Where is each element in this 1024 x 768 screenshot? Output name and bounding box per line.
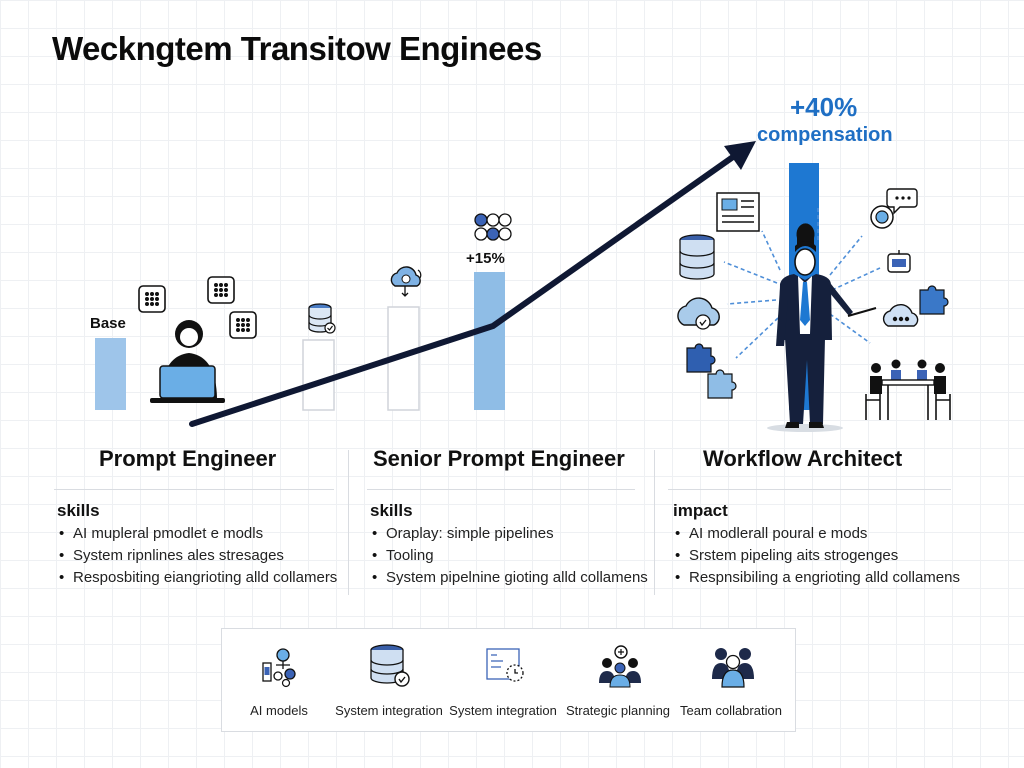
chat-bubble-icon bbox=[886, 188, 918, 215]
growth-arrow-head bbox=[724, 141, 756, 170]
section-label-skills: skills bbox=[370, 501, 413, 520]
robot-icon bbox=[887, 250, 911, 273]
database-icon bbox=[308, 303, 336, 334]
list-item: System pipelnine gioting alld collamens bbox=[372, 567, 648, 589]
architect-person-icon bbox=[767, 223, 877, 432]
chip-icon bbox=[229, 311, 257, 339]
bar-base bbox=[95, 338, 126, 410]
bar-step-2 bbox=[302, 339, 335, 411]
capability-label: Team collabration bbox=[680, 703, 782, 718]
list-item: Tooling bbox=[372, 545, 648, 567]
document-icon bbox=[716, 192, 760, 232]
base-label: Base bbox=[90, 315, 126, 332]
list-item: Srstem pipeling aits strogenges bbox=[675, 545, 960, 567]
growth-arrow bbox=[189, 149, 743, 427]
list-item: AI mupleral pmodlet e modls bbox=[59, 523, 337, 545]
capability-system-integration: System integration bbox=[331, 629, 447, 731]
capability-label: AI models bbox=[250, 703, 308, 718]
list-item: AI modlerall poural e mods bbox=[675, 523, 960, 545]
capability-system-integration: System integration bbox=[445, 629, 561, 731]
top-percent-label: +40% bbox=[790, 92, 858, 122]
vertical-divider bbox=[654, 450, 655, 595]
list-item: System ripnlines ales stresages bbox=[59, 545, 337, 567]
person-laptop-icon bbox=[150, 320, 225, 403]
compensation-label: compensation bbox=[757, 124, 893, 146]
radiating-arrows bbox=[723, 208, 881, 359]
capabilities-panel: AI models System integration System inte… bbox=[221, 628, 796, 732]
mid-percent-label: +15% bbox=[466, 250, 505, 267]
page-title: Weckngtem Transitow Enginees bbox=[52, 30, 542, 67]
section-label-skills: skills bbox=[57, 501, 100, 520]
impact-list: AI modlerall poural e mods Srstem pipeli… bbox=[675, 523, 960, 589]
people-group-icon bbox=[712, 648, 754, 688]
skill-list: Oraplay: simple pipelines Tooling System… bbox=[372, 523, 648, 589]
bar-mid bbox=[474, 272, 505, 410]
ai-models-icon bbox=[262, 648, 296, 688]
chip-icon bbox=[138, 285, 166, 313]
column-divider bbox=[367, 489, 635, 490]
column-divider bbox=[668, 489, 951, 490]
database-check-icon bbox=[370, 644, 410, 687]
cloud-sync-icon bbox=[390, 266, 422, 297]
capability-label: System integration bbox=[335, 703, 443, 718]
server-stack-icon bbox=[679, 234, 715, 280]
puzzle-icon bbox=[919, 285, 949, 315]
cloud-network-icon bbox=[882, 304, 919, 327]
role-title-workflow-architect: Workflow Architect bbox=[703, 446, 903, 471]
capability-label: System integration bbox=[449, 703, 557, 718]
capability-ai-models: AI models bbox=[221, 629, 337, 731]
skill-list: AI mupleral pmodlet e modls System ripnl… bbox=[59, 523, 337, 589]
puzzle-icon bbox=[686, 343, 716, 373]
network-nodes-icon bbox=[474, 213, 512, 241]
team-gear-icon bbox=[599, 645, 641, 688]
settings-gear-icon bbox=[870, 205, 894, 229]
capability-team-collabration: Team collabration bbox=[673, 629, 789, 731]
list-item: Oraplay: simple pipelines bbox=[372, 523, 648, 545]
workflow-document-icon bbox=[486, 648, 524, 682]
puzzle-icon bbox=[707, 369, 737, 399]
chip-icon bbox=[207, 276, 235, 304]
capability-label: Strategic planning bbox=[565, 703, 671, 718]
column-divider bbox=[54, 489, 334, 490]
list-item: Resposbiting eiangrioting alld collamers bbox=[59, 567, 337, 589]
team-meeting-icon bbox=[865, 359, 951, 420]
vertical-divider bbox=[348, 450, 349, 595]
role-title-senior-prompt-engineer: Senior Prompt Engineer bbox=[373, 446, 625, 471]
capability-strategic-planning: Strategic planning bbox=[560, 629, 676, 731]
role-title-prompt-engineer: Prompt Engineer bbox=[99, 446, 277, 471]
cloud-check-icon bbox=[677, 297, 720, 330]
section-label-impact: impact bbox=[673, 501, 728, 520]
list-item: Respnsibiling a engrioting alld collamen… bbox=[675, 567, 960, 589]
